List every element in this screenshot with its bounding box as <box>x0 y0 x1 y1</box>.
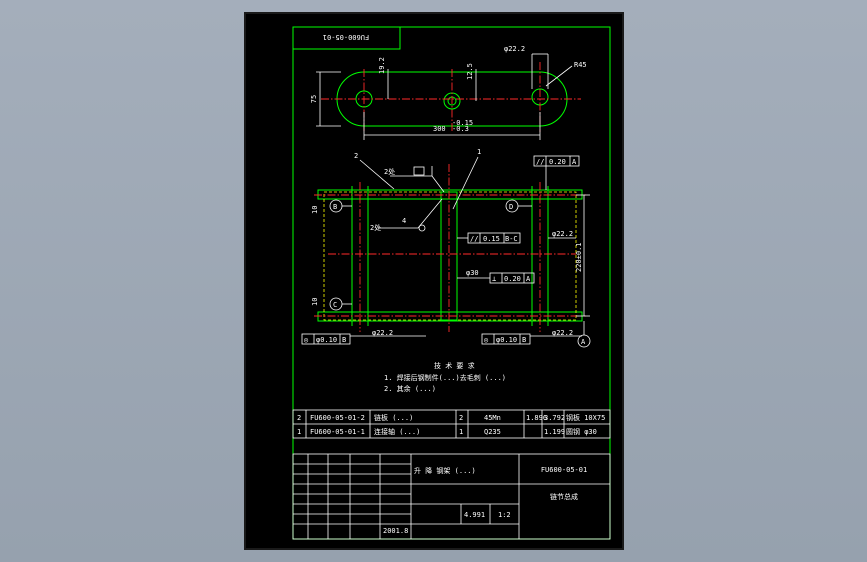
drawing-label: 0.20 <box>504 275 521 283</box>
drawing-label: 10 <box>311 206 319 214</box>
drawing-label: 链板 (...) <box>374 413 413 422</box>
parts-table: 2 FU600-05-01-2 链板 (...) 2 45Mn 1.896 3.… <box>292 409 611 439</box>
drawing-label: φ22.2 <box>552 230 573 238</box>
drawing-label: 4.991 <box>464 511 485 519</box>
drawing-line <box>292 453 611 540</box>
drawing-label: 2处 <box>370 223 381 232</box>
drawing-label: C <box>333 301 337 309</box>
drawing-label: φ0.10 <box>316 336 337 344</box>
drawing-label: φ0.10 <box>496 336 517 344</box>
drawing-label: 1.199 <box>544 428 565 436</box>
drawing-sheet: .g { stroke: #00ff00; fill: none; stroke… <box>244 12 624 550</box>
drawing-line <box>413 166 425 176</box>
drawing-label: FU600-05-01-1 <box>310 428 365 436</box>
drawing-label: // <box>536 158 544 166</box>
drawing-line <box>317 189 583 200</box>
drawing-label: 2 <box>297 414 301 422</box>
top-view: 75 19.2 12.5 φ22.2 R45 300 -0.15 -0.3 <box>310 45 587 140</box>
drawing-line <box>533 155 580 167</box>
drawing-label: 300 <box>433 125 446 133</box>
drawing-label: // <box>470 235 478 243</box>
drawing-label: A <box>526 275 531 283</box>
drawing-line <box>417 198 443 229</box>
title-part-name: 链节总成 <box>550 492 578 501</box>
drawing-label: A <box>581 338 586 346</box>
drawing-line <box>359 159 395 190</box>
drawing-label: 2001.8 <box>383 527 408 535</box>
drawing-label: 75 <box>310 95 318 103</box>
drawing-line <box>481 333 531 345</box>
drawing-label: B <box>522 336 526 344</box>
drawing-label: -0.15 <box>452 119 473 127</box>
drawing-label: 圆钢 φ30 <box>566 427 597 436</box>
drawing-label: 升 降 钢架 (...) <box>414 466 476 475</box>
drawing-label: 1 <box>297 428 301 436</box>
drawing-line <box>317 311 583 322</box>
drawing-label: 1 <box>477 148 481 156</box>
drawing-label: B <box>333 203 337 211</box>
drawing-label: φ22.2 <box>504 45 525 53</box>
drawing-label: 4 <box>402 217 406 225</box>
drawing-label: 2处 <box>384 167 395 176</box>
drawing-label: 10 <box>311 298 319 306</box>
drawing-line <box>418 224 426 232</box>
drawing-label: -0.3 <box>452 125 469 133</box>
drawing-line <box>301 333 351 345</box>
drawing-label: R45 <box>574 61 587 69</box>
drawing-label: 1:2 <box>498 511 511 519</box>
drawing-label: φ30 <box>466 269 479 277</box>
drawing-label: 1.896 <box>526 414 547 422</box>
drawing-label: φ22.2 <box>372 329 393 337</box>
drawing-label: ◎ <box>304 336 309 344</box>
drawing-label: 连接轴 (...) <box>374 427 420 436</box>
drawing-label: 45Mn <box>484 414 501 422</box>
tech-notes: 技 术 要 求 1. 焊接后钢制件(...)去毛刺 (...) 2. 其余 (.… <box>384 361 506 393</box>
drawing-label: 0.20 <box>549 158 566 166</box>
front-view: 2 1 2处 2处 4 // 0.20 A // 0.15 B-C ⊥ 0.2 <box>301 148 591 348</box>
drawing-label: 1. 焊接后钢制件(...)去毛刺 (...) <box>384 373 506 382</box>
drawing-label: 0.15 <box>483 235 500 243</box>
drawing-label: φ22.2 <box>552 329 573 337</box>
drawing-label: B-C <box>505 235 518 243</box>
drawing-line <box>323 191 577 321</box>
drawing-label: D <box>509 203 513 211</box>
cad-drawing: .g { stroke: #00ff00; fill: none; stroke… <box>292 26 611 540</box>
drawing-label: 技 术 要 求 <box>434 361 475 370</box>
drawing-label: ⊥ <box>492 275 496 283</box>
drawing-label: 3.792 <box>544 414 565 422</box>
drawing-line <box>431 175 445 193</box>
drawing-label: B <box>342 336 346 344</box>
drawing-label: Q235 <box>484 428 501 436</box>
title-block: 升 降 钢架 (...) FU600-05-01 链节总成 4.991 1:2 … <box>292 453 611 540</box>
drawing-label: FU600-05-01-2 <box>310 414 365 422</box>
title-drawing-number: FU600-05-01 <box>541 466 587 474</box>
drawing-label: 12.5 <box>466 63 474 80</box>
number-stamp: FU600-05-01 <box>323 33 369 41</box>
drawing-label: 2 <box>354 152 358 160</box>
drawing-line <box>452 156 479 210</box>
drawing-line <box>545 65 573 87</box>
drawing-label: 钢板 10X75 <box>566 413 605 422</box>
drawing-label: ◎ <box>484 336 489 344</box>
sheet-border <box>292 26 611 540</box>
drawing-label: 19.2 <box>378 57 386 74</box>
drawing-label: 220±0.1 <box>575 242 583 272</box>
number-stamp-box <box>292 26 401 50</box>
drawing-label: 2. 其余 (...) <box>384 384 436 393</box>
drawing-label: A <box>572 158 577 166</box>
drawing-label: 1 <box>459 428 463 436</box>
drawing-label: 2 <box>459 414 463 422</box>
